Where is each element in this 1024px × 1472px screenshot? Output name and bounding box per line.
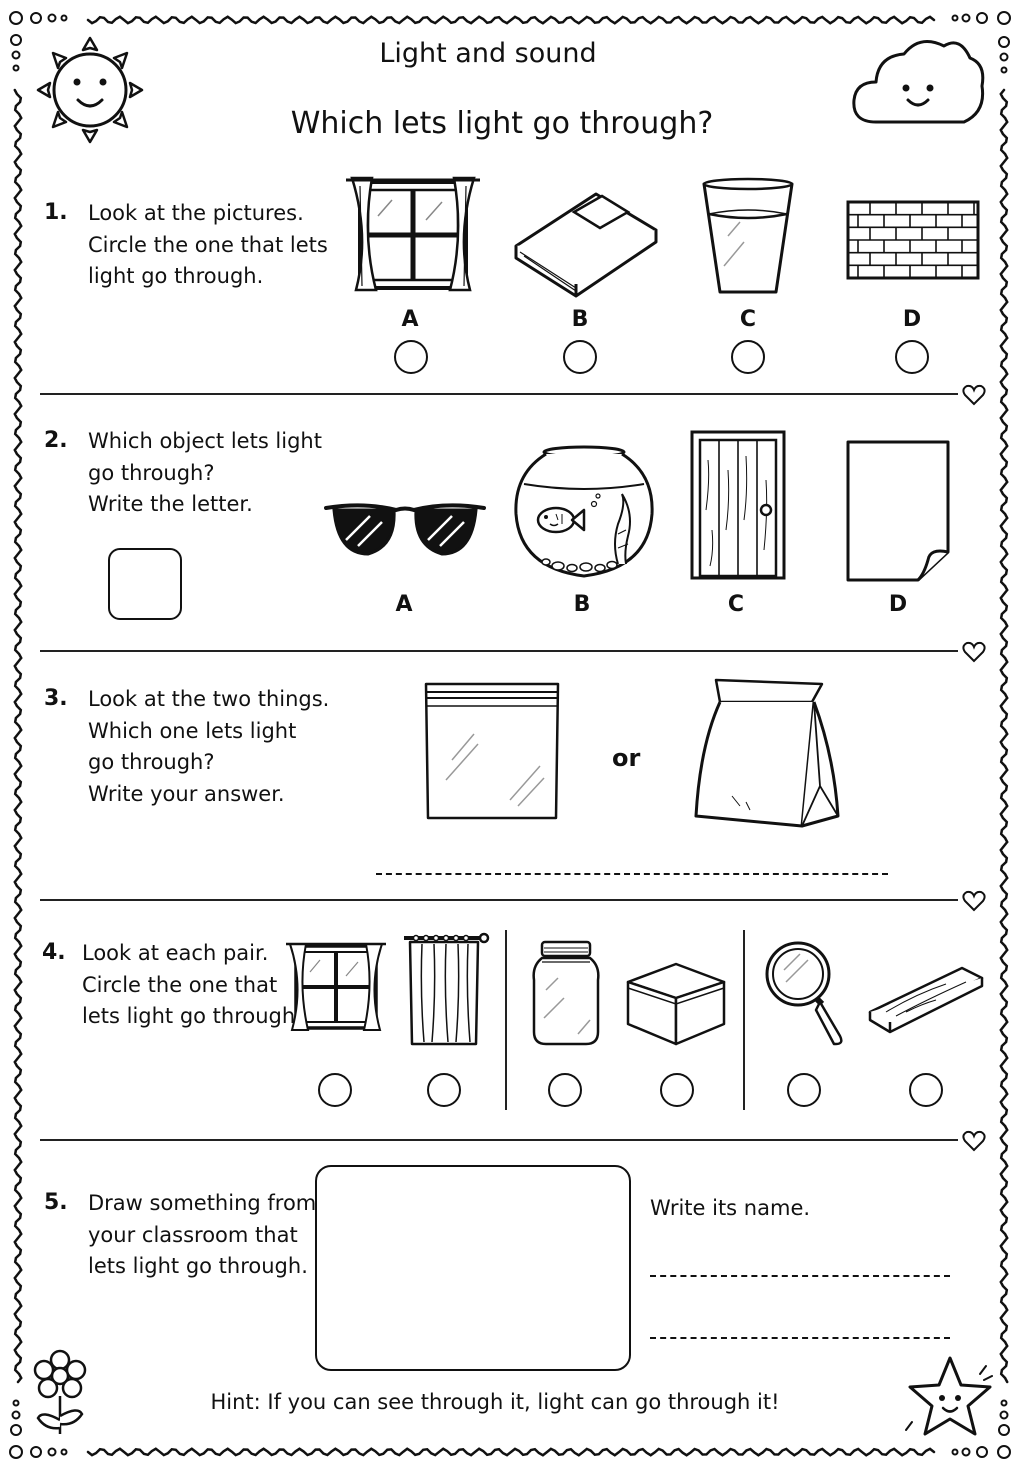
q4-bubble-jar[interactable]	[548, 1073, 582, 1107]
pair-separator	[505, 930, 507, 1110]
q5-line: your classroom that	[88, 1222, 298, 1247]
q5-name-line-1[interactable]	[650, 1275, 950, 1277]
q2-answer-box[interactable]	[108, 548, 182, 620]
q5-write-label: Write its name.	[650, 1196, 811, 1220]
q4-number: 4.	[42, 940, 66, 965]
q3-line: Which one lets light	[88, 718, 297, 743]
q1-option-letter: B	[571, 307, 589, 332]
magnifying-glass-icon	[765, 941, 843, 1046]
worksheet-hint: Hint: If you can see through it, light c…	[210, 1390, 780, 1414]
q4-bubble-plank[interactable]	[909, 1073, 943, 1107]
worksheet-heading: Which lets light go through?	[290, 106, 714, 141]
divider-3	[40, 899, 958, 901]
q5-line: lets light go through.	[88, 1254, 308, 1278]
heart-icon	[962, 890, 986, 912]
q5-name-line-2[interactable]	[650, 1337, 950, 1339]
q1-bubble-b[interactable]	[563, 340, 597, 374]
q3-line: Look at the two things.	[88, 687, 330, 711]
q1-number: 1.	[44, 200, 68, 225]
q1-line: Look at the pictures.	[88, 201, 304, 225]
q1-line: Circle the one that lets	[88, 232, 328, 257]
q2-option-letter: A	[395, 592, 413, 617]
q3-answer-line[interactable]	[376, 873, 888, 875]
q2-number: 2.	[44, 428, 68, 453]
q4-line: Circle the one that	[82, 972, 278, 997]
q2-option-letter: C	[727, 592, 745, 617]
curtain-icon	[404, 932, 490, 1046]
paper-sheet-icon	[846, 440, 950, 582]
q2-line: go through?	[88, 460, 215, 485]
star-icon	[905, 1356, 993, 1436]
q3-line: go through?	[88, 750, 215, 774]
q1-option-letter: C	[739, 307, 757, 332]
heart-icon	[962, 1130, 986, 1152]
pair-separator	[743, 930, 745, 1110]
book-icon	[514, 192, 658, 298]
q1-bubble-a[interactable]	[394, 340, 428, 374]
q4-bubble-curtain[interactable]	[427, 1073, 461, 1107]
q1-instructions: Look at the pictures. Circle the one tha…	[88, 198, 328, 293]
q4-bubble-magnifier[interactable]	[787, 1073, 821, 1107]
q3-line: Write your answer.	[88, 781, 285, 806]
cloud-icon	[852, 40, 985, 124]
divider-2	[40, 650, 958, 652]
window-icon	[346, 176, 480, 292]
q3-or: or	[612, 744, 641, 772]
q1-line: light go through.	[88, 264, 264, 288]
brick-wall-icon	[846, 200, 980, 280]
q1-bubble-c[interactable]	[731, 340, 765, 374]
sunglasses-icon	[324, 503, 486, 556]
q1-option-letter: D	[902, 307, 922, 332]
q4-line: lets light go through.	[82, 1004, 302, 1028]
heart-icon	[962, 641, 986, 663]
divider-1	[40, 393, 958, 395]
glass-jar-icon	[532, 940, 600, 1046]
q5-drawing-box[interactable]	[315, 1165, 631, 1371]
heart-icon	[962, 384, 986, 406]
fishbowl-icon	[514, 445, 654, 578]
paper-bag-icon	[694, 678, 840, 828]
q5-number: 5.	[44, 1190, 68, 1215]
divider-4	[40, 1139, 958, 1141]
plastic-bag-icon	[424, 682, 560, 820]
q4-bubble-box[interactable]	[660, 1073, 694, 1107]
q1-bubble-d[interactable]	[895, 340, 929, 374]
wooden-plank-icon	[868, 966, 984, 1034]
q5-line: Draw something from	[88, 1191, 317, 1215]
q3-instructions: Look at the two things. Which one lets l…	[88, 684, 329, 810]
q2-option-letter: B	[573, 592, 591, 617]
q2-instructions: Which object lets light go through? Writ…	[88, 426, 322, 521]
flower-icon	[33, 1349, 87, 1434]
q4-instructions: Look at each pair. Circle the one that l…	[82, 938, 302, 1033]
window-icon	[286, 942, 386, 1031]
q3-number: 3.	[44, 686, 68, 711]
q4-line: Look at each pair.	[82, 941, 269, 965]
sun-icon	[36, 36, 144, 144]
q5-instructions: Draw something from your classroom that …	[88, 1188, 316, 1283]
glass-of-water-icon	[702, 177, 794, 294]
q2-line: Which object lets light	[88, 429, 322, 453]
q2-line: Write the letter.	[88, 492, 253, 516]
q1-option-letter: A	[401, 307, 419, 332]
q4-bubble-window[interactable]	[318, 1073, 352, 1107]
worksheet-topic: Light and sound	[379, 38, 597, 69]
wooden-door-icon	[690, 430, 786, 580]
cardboard-box-icon	[626, 962, 726, 1046]
q2-option-letter: D	[888, 592, 908, 617]
